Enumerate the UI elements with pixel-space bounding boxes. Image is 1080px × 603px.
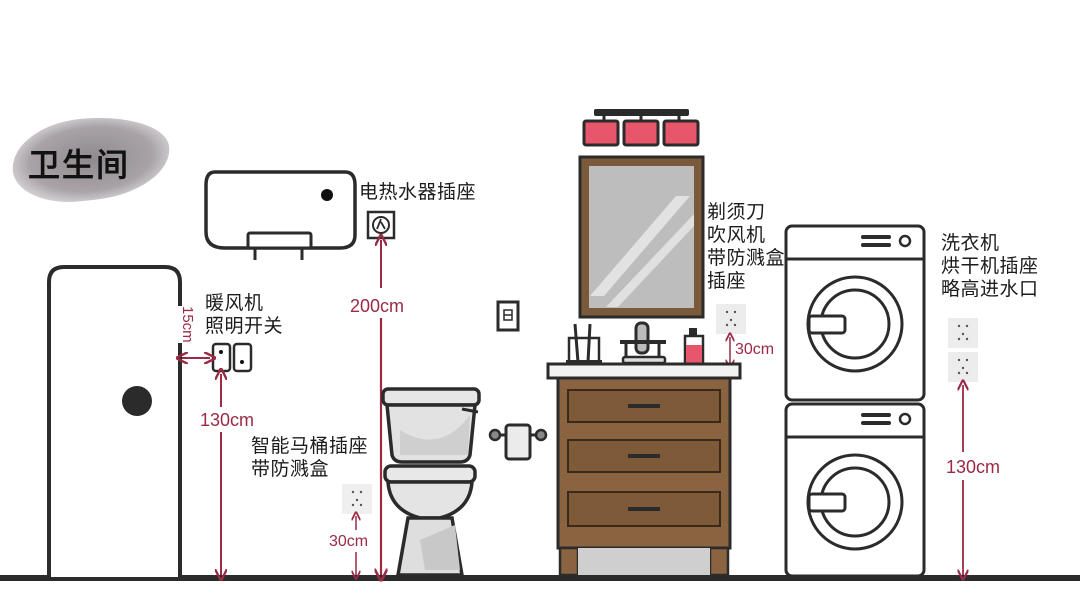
mirror-socket-icon [716,304,746,334]
label-washer-dryer-socket: 洗衣机 烘干机插座 略高进水口 [941,232,1039,300]
floor-line [0,575,1080,581]
faucet-icon [620,321,667,365]
washer-socket-icon [948,318,978,348]
soap-dispenser-icon [683,328,705,366]
page-title: 卫生间 [28,146,131,184]
dim-switch-offset: 15cm [177,306,197,343]
toilet-icon [381,387,481,577]
dim-toilet-socket-height: 30cm [329,532,369,552]
washing-machine-icon [784,402,926,578]
dim-washer-socket-height: 130cm [946,457,1001,477]
label-shaver-hairdryer-socket: 剃须刀 吹风机 带防溅盒 插座 [707,201,786,292]
vanity-cabinet-icon [546,362,742,577]
toothbrush-cup-icon [566,323,602,366]
vanity-lights-icon [582,109,700,147]
toilet-socket-icon [342,484,372,514]
dryer-socket-icon [948,352,978,382]
label-heater-light-switch: 暖风机 照明开关 [205,292,284,337]
wall-switch-icon [496,300,520,332]
label-water-heater-socket: 电热水器插座 [359,181,477,203]
door-icon [47,265,182,577]
dim-water-heater-height: 200cm [350,296,405,316]
heater-socket-icon [366,210,396,240]
dryer-icon [784,224,926,402]
water-heater-icon [204,170,357,260]
mirror-icon [578,155,705,319]
toilet-paper-holder-icon [488,423,548,461]
dim-mirror-socket-height: 30cm [735,341,775,358]
heater-light-switch-icon [211,342,253,373]
label-smart-toilet-socket: 智能马桶插座 带防溅盒 [251,435,369,480]
dim-switch-height: 130cm [200,410,255,430]
